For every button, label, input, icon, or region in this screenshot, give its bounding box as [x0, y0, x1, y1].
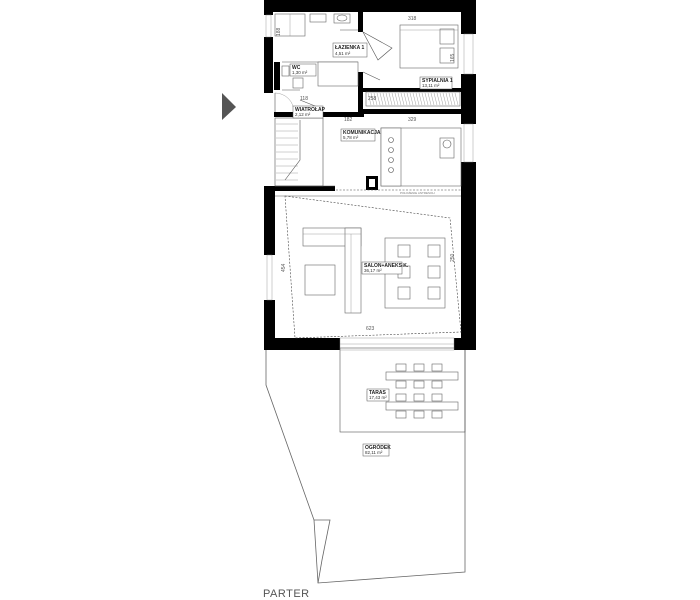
wardrobe-hatch-line: [445, 92, 450, 106]
wardrobe-hatch-line: [400, 92, 405, 106]
wardrobe-hatch-line: [391, 92, 396, 106]
bathroom-fixtures: [274, 13, 358, 91]
entrance-door: [274, 61, 359, 113]
room-label-sypialnia: SYPIALNIA 1 13,11 m²: [419, 76, 453, 90]
coffee-table: [304, 264, 336, 296]
ogrodek-name: OGRÓDEK: [365, 443, 391, 451]
taras-area: 17,43 m²: [369, 395, 387, 400]
dim-329: 329: [408, 117, 417, 123]
wiatrolap-area: 2,12 m²: [295, 112, 311, 117]
gallery-note: POŁOŻENIE ANTRESOLI: [400, 190, 435, 195]
bedroom-furniture: [362, 24, 459, 81]
room-label-taras: TARAS 17,43 m²: [366, 388, 390, 402]
dim-454: 454: [281, 263, 287, 272]
wardrobe-hatch-line: [382, 92, 387, 106]
salon-name: SALON+ANEKS K.: [364, 263, 409, 269]
ogrodek-area: 82,11 m²: [365, 450, 383, 455]
wardrobe-hatch-line: [433, 92, 438, 106]
wardrobe-hatch-line: [379, 92, 384, 106]
wardrobe-hatch-line: [442, 92, 447, 106]
wardrobe-hatch-line: [415, 92, 420, 106]
dim-165: 165: [450, 53, 456, 62]
sofa: [302, 227, 362, 314]
komunikacja-name: KOMUNIKACJA: [343, 130, 381, 136]
lazienka-name: ŁAZIENKA 1: [335, 45, 364, 51]
dim-318: 318: [408, 16, 417, 22]
wardrobe-hatch-line: [439, 92, 444, 106]
wardrobe-hatch-line: [436, 92, 441, 106]
taras-name: TARAS: [369, 390, 387, 396]
wardrobe-hatch-line: [421, 92, 426, 106]
salon-area: 36,17 m²: [364, 268, 382, 273]
dim-182: 182: [344, 117, 353, 123]
sypialnia-area: 13,11 m²: [422, 83, 440, 88]
wardrobe-hatch-line: [397, 92, 402, 106]
dim-188: 188: [276, 27, 282, 36]
wardrobe-hatch-line: [376, 92, 381, 106]
living-room: [275, 195, 462, 339]
wardrobe-hatch-line: [406, 92, 411, 106]
dim-250: 250: [450, 253, 456, 262]
room-label-salon: SALON+ANEKS K. 36,17 m²: [361, 261, 409, 275]
dim-623: 623: [366, 326, 375, 332]
wardrobe-hatch-line: [424, 92, 429, 106]
wardrobe-hatch-line: [367, 92, 372, 106]
wardrobe-hatch-line: [418, 92, 423, 106]
kitchen-counter: [336, 127, 462, 191]
wardrobe-hatch-line: [370, 92, 375, 106]
wc-area: 1,30 m²: [292, 70, 308, 75]
wiatrolap-name: WIATROŁAP: [295, 107, 326, 113]
wardrobe-hatch: [367, 92, 459, 106]
room-label-ogrodek: OGRÓDEK 82,11 m²: [362, 443, 391, 457]
floor-caption: PARTER: [263, 588, 310, 600]
wardrobe-hatch-line: [427, 92, 432, 106]
dimension-labels: 318 188 182 329 623 454 250 165 118 258 …: [276, 16, 456, 332]
wardrobe-hatch-line: [394, 92, 399, 106]
room-label-wc: WC 1,30 m²: [289, 63, 317, 77]
terrace-table-set-2: [385, 393, 459, 419]
wc-name: WC: [292, 65, 301, 71]
komunikacja-area: 5,78 m²: [343, 135, 359, 140]
dim-258: 258: [368, 96, 377, 102]
wardrobe-hatch-line: [430, 92, 435, 106]
dim-118: 118: [300, 96, 308, 102]
room-label-lazienka: ŁAZIENKA 1 4,51 m²: [332, 42, 368, 58]
stair-treads: [276, 123, 298, 181]
room-label-komunikacja: KOMUNIKACJA 5,78 m²: [340, 128, 381, 142]
wardrobe-hatch-line: [373, 92, 378, 106]
windows: [264, 14, 476, 351]
wardrobe-hatch-line: [409, 92, 414, 106]
lazienka-area: 4,51 m²: [335, 51, 351, 56]
terrace: [339, 347, 466, 433]
wardrobe-hatch-line: [385, 92, 390, 106]
room-label-wiatrolap: WIATROŁAP 2,12 m²: [292, 105, 326, 119]
wardrobe-hatch-line: [448, 92, 453, 106]
staircase: [274, 117, 335, 187]
wardrobe-hatch-line: [454, 92, 459, 106]
sypialnia-name: SYPIALNIA 1: [422, 78, 453, 84]
entrance-arrow: [222, 93, 236, 120]
wardrobe-hatch-line: [451, 92, 456, 106]
garden-outline: [265, 350, 466, 584]
wardrobe-hatch-line: [388, 92, 393, 106]
wardrobe-hatch-line: [403, 92, 408, 106]
wardrobe-hatch-line: [412, 92, 417, 106]
terrace-table-set-1: [385, 363, 459, 389]
